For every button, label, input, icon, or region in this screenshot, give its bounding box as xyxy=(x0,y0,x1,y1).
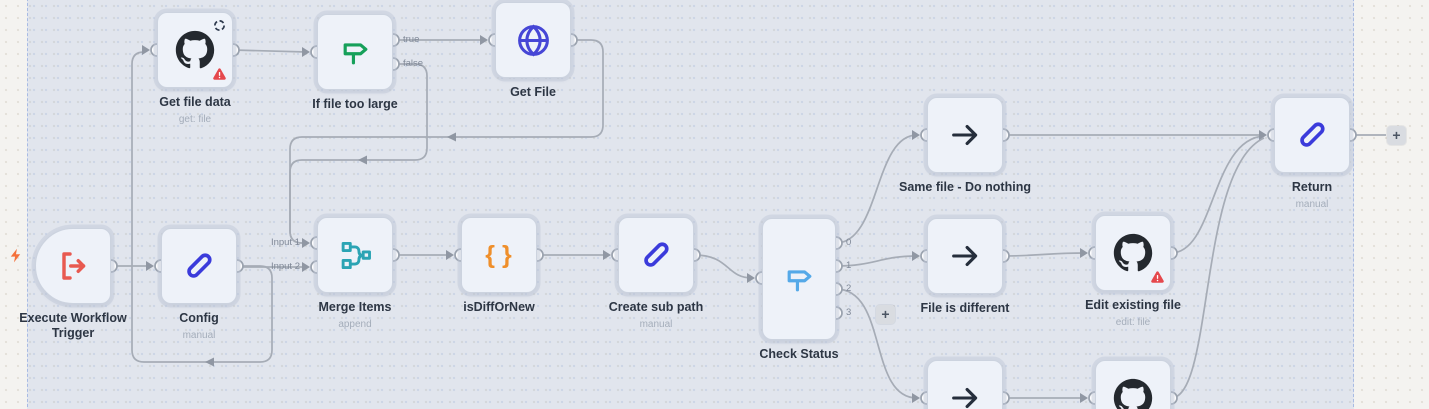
node-title-if-file-too-large: If file too large xyxy=(265,97,445,112)
pen-icon xyxy=(639,238,673,272)
node-title-text: Create sub path xyxy=(608,300,704,314)
node-file-is-different[interactable] xyxy=(927,218,1003,294)
add-node-after-return[interactable]: + xyxy=(1387,126,1406,145)
node-title-edit-existing-file: Edit existing file edit: file xyxy=(1043,298,1223,330)
port-label: 0 xyxy=(846,237,852,248)
port-label: 2 xyxy=(846,283,852,294)
signpost-icon xyxy=(783,263,816,296)
node-get-file[interactable] xyxy=(495,2,571,78)
node-check-status[interactable] xyxy=(762,218,836,340)
node-title-text: Return xyxy=(1291,180,1333,194)
node-config[interactable] xyxy=(161,228,237,304)
pen-icon xyxy=(1295,118,1329,152)
node-title-text: File is different xyxy=(920,301,1010,315)
warning-icon[interactable] xyxy=(212,67,227,82)
github-icon xyxy=(1113,233,1153,273)
github-icon xyxy=(1113,378,1153,409)
node-title-text: Config xyxy=(179,311,219,325)
node-edit-existing-file[interactable] xyxy=(1095,215,1171,291)
node-create-sub-path[interactable] xyxy=(618,217,694,293)
node-title-text: Same file - Do nothing xyxy=(899,180,1031,194)
node-title-text: Edit existing file xyxy=(1085,298,1181,312)
noop-arrow-icon xyxy=(948,118,982,152)
node-title-text: Check Status xyxy=(759,347,839,361)
pen-icon xyxy=(182,249,216,283)
code-icon: { } xyxy=(485,240,513,269)
node-noop-bottom[interactable] xyxy=(927,360,1003,409)
node-execute-workflow-trigger[interactable] xyxy=(35,228,111,304)
node-subtitle-text: manual xyxy=(182,330,216,341)
node-title-text: Merge Items xyxy=(318,300,392,314)
execute-trigger-icon xyxy=(55,248,91,284)
node-return[interactable] xyxy=(1274,97,1350,173)
node-title-text: Get file data xyxy=(159,95,231,109)
node-title-file-is-different: File is different xyxy=(875,301,1055,316)
port-label: Input 2 xyxy=(270,261,300,272)
node-title-config: Config manual xyxy=(109,311,289,343)
port-label: true xyxy=(403,34,420,45)
node-title-isdifforfnew: isDiffOrNew xyxy=(409,300,589,315)
warning-icon[interactable] xyxy=(1150,270,1165,285)
node-title-check-status: Check Status xyxy=(709,347,889,362)
node-title-same-file-do-nothing: Same file - Do nothing xyxy=(875,180,1055,195)
add-connection-check-status-3[interactable]: + xyxy=(876,305,895,324)
noop-arrow-icon xyxy=(948,381,982,409)
node-title-text: If file too large xyxy=(312,97,398,111)
node-subtitle-text: manual xyxy=(639,319,673,330)
node-title-text: isDiffOrNew xyxy=(463,300,535,314)
github-icon xyxy=(175,30,215,70)
node-subtitle-text: append xyxy=(338,319,372,330)
globe-icon xyxy=(515,22,552,59)
node-same-file-do-nothing[interactable] xyxy=(927,97,1003,173)
node-subtitle-text: get: file xyxy=(178,114,212,125)
node-subtitle-text: manual xyxy=(1295,199,1329,210)
signpost-icon xyxy=(339,36,372,69)
node-subtitle-text: edit: file xyxy=(1115,317,1151,328)
node-github-bottom[interactable] xyxy=(1095,360,1171,409)
port-label: Input 1 xyxy=(270,237,300,248)
retry-icon xyxy=(213,19,226,32)
node-isdifforfnew[interactable]: { } xyxy=(461,217,537,293)
node-if-file-too-large[interactable] xyxy=(317,14,393,90)
merge-icon xyxy=(339,239,372,272)
noop-arrow-icon xyxy=(948,239,982,273)
node-title-get-file: Get File xyxy=(443,85,623,100)
node-title-text: Get File xyxy=(510,85,556,99)
port-label: 3 xyxy=(846,307,852,318)
lightning-icon xyxy=(8,247,24,264)
node-title-return: Return manual xyxy=(1222,180,1402,212)
port-label: 1 xyxy=(846,260,852,271)
node-title-get-file-data: Get file data get: file xyxy=(105,95,285,127)
node-title-merge-items: Merge Items append xyxy=(265,300,445,332)
port-label: false xyxy=(403,58,424,69)
node-merge-items[interactable] xyxy=(317,217,393,293)
node-get-file-data[interactable] xyxy=(157,12,233,88)
node-title-create-sub-path: Create sub path manual xyxy=(566,300,746,332)
